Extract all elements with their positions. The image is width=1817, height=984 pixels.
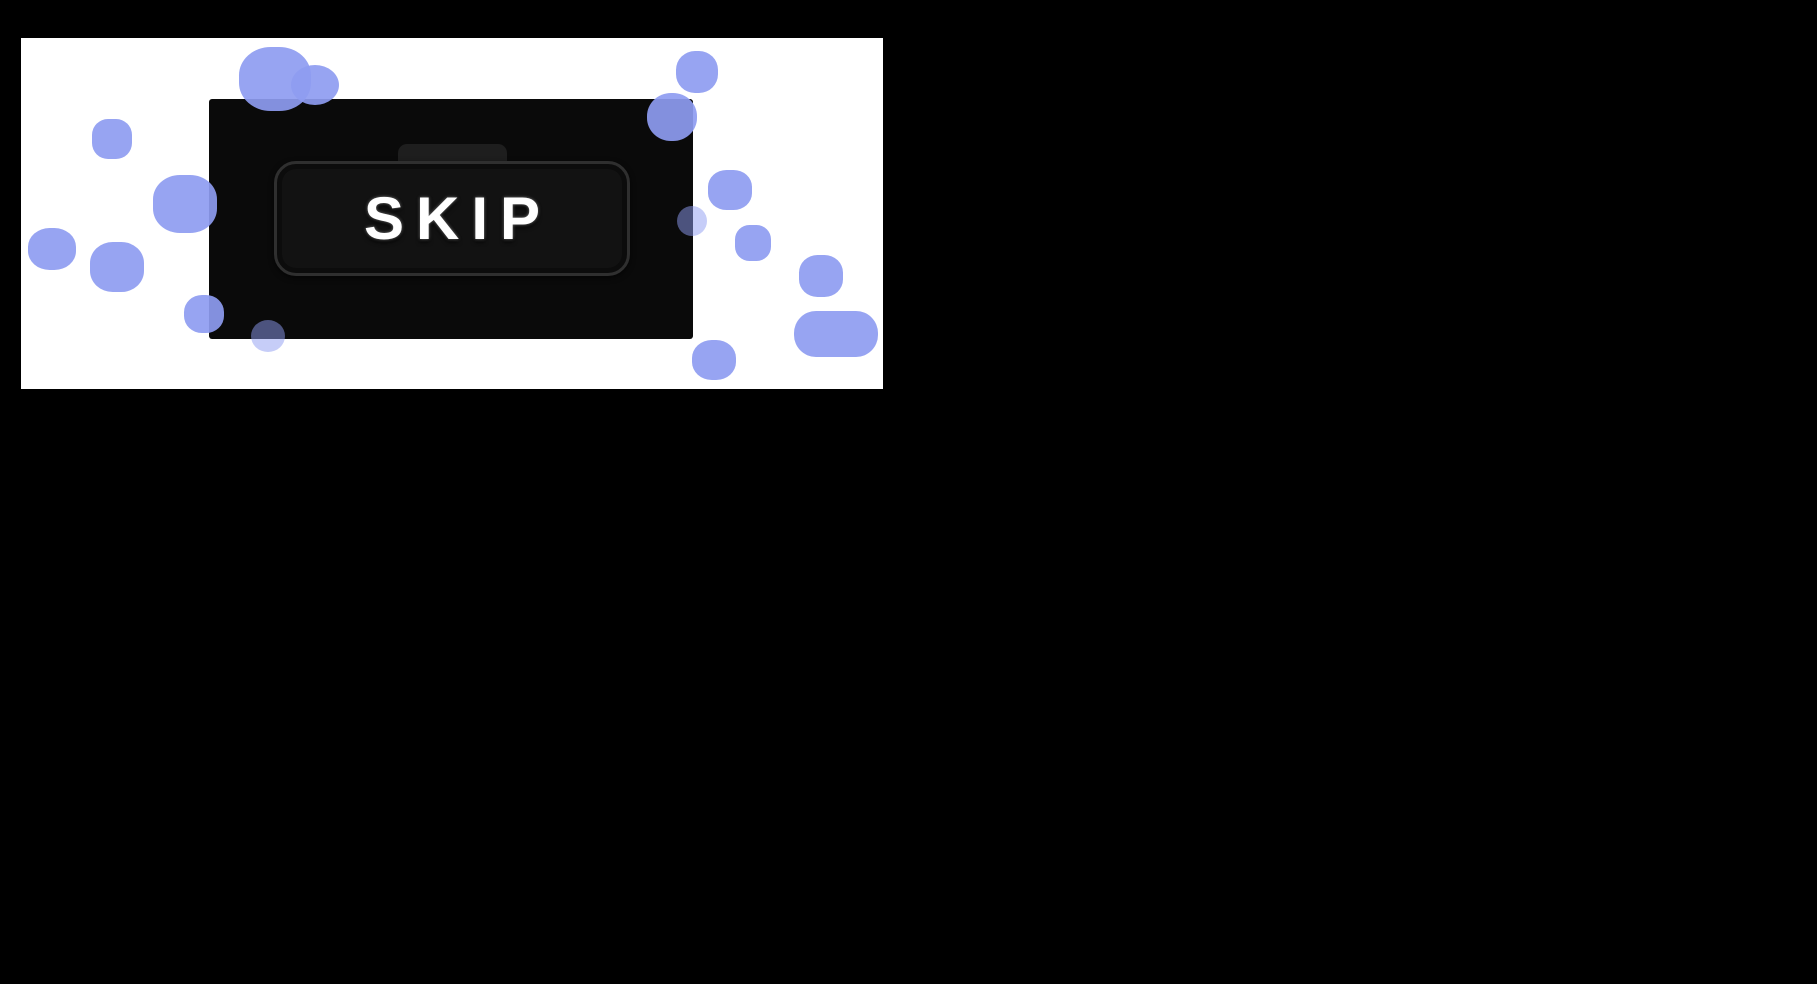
paint-blob-icon xyxy=(735,225,771,261)
paint-blob-icon xyxy=(28,228,76,270)
cutscene-panel: SKIP xyxy=(209,99,693,339)
paint-blob-icon xyxy=(676,51,718,93)
paint-blob-icon xyxy=(90,242,144,292)
skip-button[interactable]: SKIP xyxy=(274,161,630,276)
paint-blob-icon xyxy=(799,255,843,297)
paint-blob-icon xyxy=(692,340,736,380)
paint-blob-icon xyxy=(794,311,878,357)
skip-button-label: SKIP xyxy=(363,185,553,252)
paint-blob-icon xyxy=(153,175,217,233)
game-canvas: SKIP xyxy=(21,38,883,389)
paint-blob-icon xyxy=(92,119,132,159)
paint-blob-icon xyxy=(708,170,752,210)
